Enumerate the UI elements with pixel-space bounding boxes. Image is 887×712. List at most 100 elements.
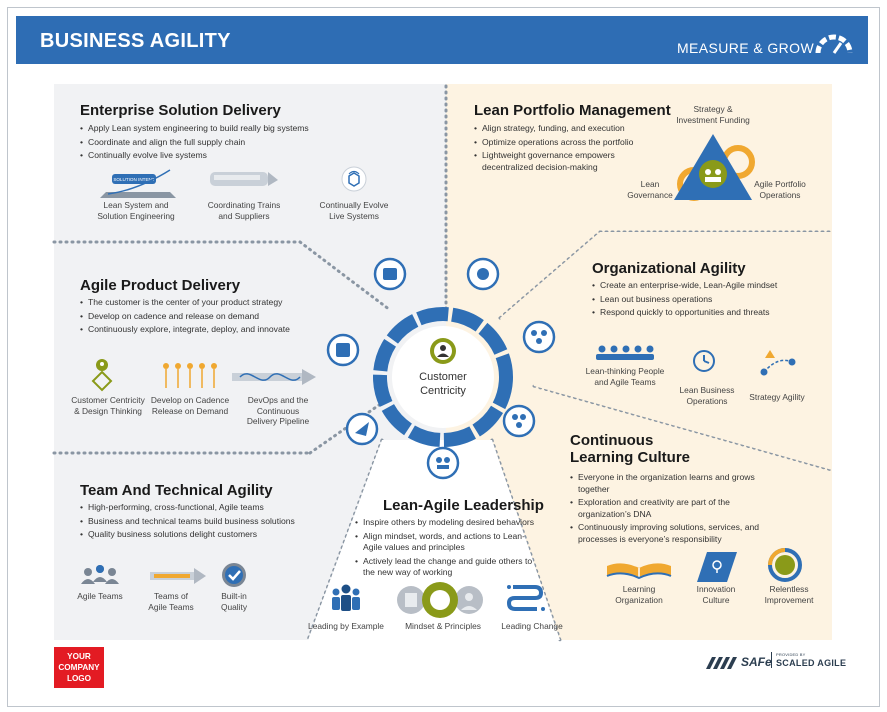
- lal-bullet: Align mindset, words, and actions to Lea…: [355, 531, 537, 554]
- caption-line: Operations: [759, 189, 801, 200]
- apd-bullet: The customer is the center of your produ…: [80, 297, 380, 309]
- caption-line: Lean-thinking People: [585, 366, 665, 376]
- leading-change-caption: Leading Change: [501, 621, 563, 631]
- caption-line: Organization: [615, 594, 663, 605]
- caption-line: Agile Portfolio: [754, 179, 806, 189]
- design-thinking-caption: Customer Centricity & Design Thinking: [68, 395, 148, 416]
- apd-bullet: Develop on cadence and release on demand: [80, 311, 380, 323]
- strategy-agility-icon: [760, 350, 796, 376]
- design-thinking-icon: [91, 359, 113, 392]
- caption-line: Lean System and: [103, 200, 169, 210]
- lpm-title: Lean Portfolio Management: [474, 102, 671, 119]
- learning-organization-caption: Learning Organization: [604, 584, 674, 605]
- caption-line: Learning: [622, 584, 656, 594]
- apd-bullets: The customer is the center of your produ…: [80, 297, 380, 338]
- caption-line: and Agile Teams: [594, 376, 656, 387]
- logo-line: LOGO: [66, 674, 92, 683]
- train-icon: [210, 172, 278, 186]
- oa-title: Organizational Agility: [592, 260, 746, 277]
- devops-caption: DevOps and the Continuous Delivery Pipel…: [226, 395, 330, 427]
- lal-bullets: Inspire others by modeling desired behav…: [355, 517, 537, 581]
- lpm-bullet: Optimize operations across the portfolio: [474, 137, 652, 149]
- safe-wordmark: SAFe: [741, 655, 772, 669]
- tta-bullet: Quality business solutions delight custo…: [80, 529, 380, 541]
- clc-title: Continuous Learning Culture: [570, 432, 690, 467]
- caption-line: Teams of: [154, 591, 188, 601]
- clc-title-line: Learning Culture: [570, 449, 691, 467]
- delivery-pipeline-icon: [232, 369, 316, 385]
- enterprise-title: Enterprise Solution Delivery: [80, 102, 281, 119]
- company-logo-placeholder: YOUR COMPANY LOGO: [54, 647, 104, 688]
- caption-line: Lean Business: [679, 385, 735, 395]
- leadership-icon: [426, 446, 460, 480]
- strategy-funding-label: Strategy & Investment Funding: [670, 104, 756, 125]
- live-systems-icon: [341, 166, 367, 192]
- scaled-agile-wordmark: SCALED AGILE: [776, 658, 847, 668]
- lal-bullet: Inspire others by modeling desired behav…: [355, 517, 537, 529]
- clc-title-line: Continuous: [570, 432, 654, 449]
- caption-line: Solution Engineering: [97, 210, 175, 221]
- center-label-line2: Centricity: [420, 384, 466, 397]
- innovation-icon: [697, 552, 737, 582]
- learning-book-icon: [606, 563, 672, 580]
- caption-line: Live Systems: [329, 210, 379, 221]
- logo-line: COMPANY: [58, 663, 100, 672]
- safe-provided-by: PROVIDED BY: [776, 652, 806, 657]
- relentless-improvement-icon: [768, 548, 802, 582]
- enterprise-bullet: Apply Lean system engineering to build r…: [80, 123, 380, 135]
- cadence-icon: [163, 363, 217, 388]
- customer-icon: [430, 338, 456, 364]
- safe-divider: [771, 652, 772, 668]
- portfolio-operations-label: Agile Portfolio Operations: [740, 179, 820, 200]
- page-title: BUSINESS AGILITY: [40, 30, 231, 52]
- apd-bullet: Continuously explore, integrate, deploy,…: [80, 324, 380, 336]
- agile-teams-icon: [81, 565, 119, 584]
- leading-by-example-icon: [332, 584, 360, 611]
- lpm-bullet: Lightweight governance empowers decentra…: [474, 150, 652, 173]
- relentless-improvement-caption: Relentless Improvement: [754, 584, 824, 605]
- coordinating-trains-caption: Coordinating Trains and Suppliers: [196, 200, 292, 221]
- tta-bullet: Business and technical teams build busin…: [80, 516, 380, 528]
- customer-centricity-label: Customer Centricity: [401, 371, 485, 399]
- caption-line: Agile Teams: [77, 591, 123, 601]
- organizational-agility-icon: [522, 320, 556, 354]
- caption-line: Governance: [627, 189, 673, 200]
- clc-bullets: Everyone in the organization learns and …: [570, 472, 770, 548]
- customer-centricity-ring: [373, 307, 513, 447]
- lean-governance-label: Lean Governance: [622, 179, 678, 200]
- apd-title: Agile Product Delivery: [80, 277, 241, 294]
- caption-line: Coordinating Trains: [207, 200, 281, 210]
- portfolio-triangle-icon: [674, 134, 755, 201]
- tta-title: Team And Technical Agility: [80, 482, 273, 499]
- cadence-caption: Develop on Cadence Release on Demand: [150, 395, 230, 416]
- caption-line: Customer Centricity: [71, 395, 145, 405]
- learning-culture-icon: [502, 404, 536, 438]
- caption-line: & Design Thinking: [74, 405, 142, 416]
- built-in-quality-icon: [222, 563, 246, 587]
- caption-line: Culture: [702, 594, 730, 605]
- enterprise-bullet: Coordinate and align the full supply cha…: [80, 137, 380, 149]
- caption-line: Continually Evolve: [319, 200, 389, 210]
- lal-bullet: Actively lead the change and guide other…: [355, 556, 537, 579]
- agile-people-caption: Lean-thinking People and Agile Teams: [585, 366, 665, 387]
- leading-by-example-caption: Leading by Example: [308, 621, 384, 631]
- lal-title: Lean-Agile Leadership: [383, 497, 544, 514]
- tta-bullet: High-performing, cross-functional, Agile…: [80, 502, 380, 514]
- mindset-principles-icon: [397, 582, 483, 618]
- mindset-principles-caption: Mindset & Principles: [405, 621, 481, 631]
- caption-line: and Suppliers: [218, 210, 270, 221]
- solution-intent-badge: SOLUTION INTENT: [113, 177, 155, 182]
- caption-line: DevOps and the Continuous: [247, 395, 309, 416]
- safe-stripes-icon: [706, 657, 737, 669]
- oa-bullet: Respond quickly to opportunities and thr…: [592, 307, 812, 319]
- caption-line: Lean: [640, 179, 660, 189]
- teams-of-teams-icon: [150, 568, 206, 584]
- clc-bullet: Everyone in the organization learns and …: [570, 472, 770, 495]
- header-bar: [16, 16, 868, 64]
- center-label-line1: Customer: [419, 371, 467, 383]
- clc-bullet: Continuously improving solutions, servic…: [570, 522, 770, 545]
- lean-system-caption: Lean System and Solution Engineering: [86, 200, 186, 221]
- live-systems-caption: Continually Evolve Live Systems: [306, 200, 402, 221]
